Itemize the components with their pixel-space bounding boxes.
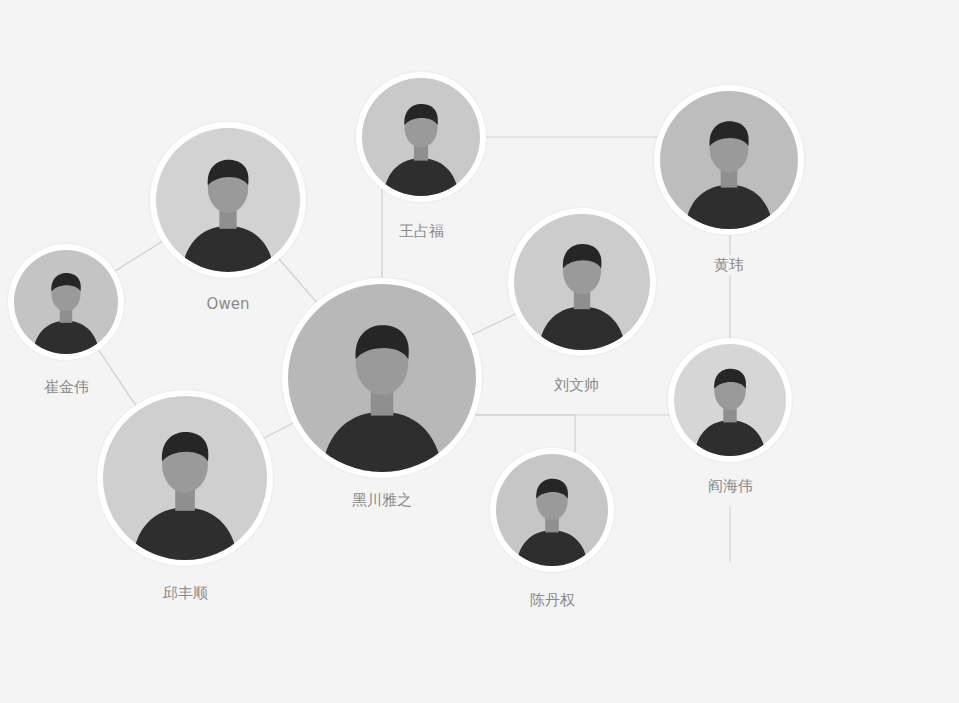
person-circle: 阎海伟 — [668, 338, 792, 462]
person-circle: 黑川雅之 — [282, 278, 482, 478]
portrait-photo — [362, 78, 480, 196]
person-name: 王占福 — [395, 221, 448, 241]
portrait-photo — [514, 214, 650, 350]
portrait-photo — [674, 344, 786, 456]
person-name: 刘文帅 — [550, 375, 603, 395]
portrait-photo — [14, 250, 118, 354]
person-circle: 崔金伟 — [8, 244, 124, 360]
portrait-silhouette — [103, 396, 267, 560]
dangling-line — [730, 506, 731, 562]
connector-line — [486, 136, 658, 137]
person-circle: 王占福 — [356, 72, 486, 202]
connector-line — [381, 189, 382, 278]
portrait-photo — [156, 128, 300, 272]
portrait-silhouette — [14, 250, 118, 354]
portrait-photo — [660, 91, 798, 229]
person-circle: Owen — [150, 122, 306, 278]
portrait-silhouette — [660, 91, 798, 229]
connector-line — [729, 235, 730, 338]
person-circle: 刘文帅 — [508, 208, 656, 356]
portrait-photo — [496, 454, 608, 566]
connector-line — [264, 423, 293, 438]
person-circle: 陈丹权 — [490, 448, 614, 572]
person-name: 阎海伟 — [704, 476, 757, 496]
person-name: 邱丰顺 — [159, 583, 212, 603]
person-name: 陈丹权 — [526, 590, 579, 610]
portrait-photo — [103, 396, 267, 560]
connector-line — [99, 350, 136, 405]
connector-line — [472, 314, 515, 335]
portrait-photo — [288, 284, 476, 472]
connector-line — [115, 242, 162, 272]
connector-line — [475, 415, 575, 452]
person-name: 黑川雅之 — [348, 490, 416, 510]
portrait-silhouette — [496, 454, 608, 566]
person-circle: 邱丰顺 — [97, 390, 273, 566]
portrait-silhouette — [514, 214, 650, 350]
portrait-silhouette — [362, 78, 480, 196]
portrait-silhouette — [288, 284, 476, 472]
person-circle: 黄玮 — [654, 85, 804, 235]
person-name: Owen — [203, 294, 254, 314]
portrait-silhouette — [156, 128, 300, 272]
person-name: 黄玮 — [710, 255, 748, 275]
portrait-silhouette — [674, 344, 786, 456]
connector-line — [279, 259, 317, 302]
person-name: 崔金伟 — [40, 377, 93, 397]
